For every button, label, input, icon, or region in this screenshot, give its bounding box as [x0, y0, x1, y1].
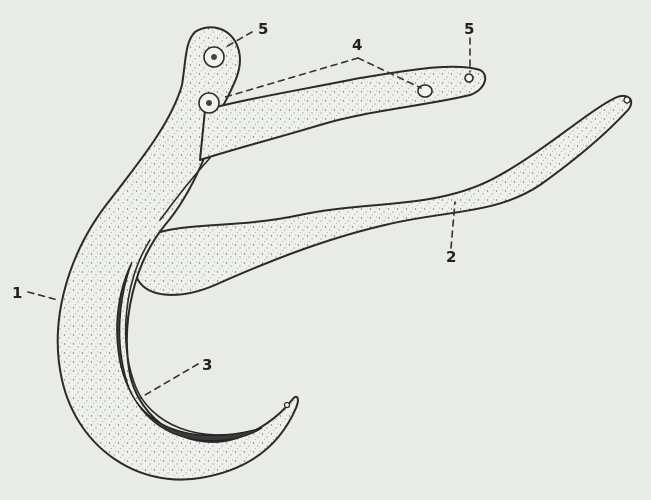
label-5-left: 5 — [258, 20, 268, 38]
label-3: 3 — [202, 356, 212, 374]
label-1: 1 — [12, 284, 22, 302]
female-tip-pore — [624, 97, 630, 103]
label-5-right: 5 — [464, 20, 474, 38]
male-anterior — [200, 67, 485, 160]
leader-3 — [140, 364, 198, 398]
label-2: 2 — [446, 248, 456, 266]
oral-sucker-female — [465, 74, 473, 82]
leader-1 — [28, 292, 58, 300]
oral-sucker-male-dot — [211, 54, 217, 60]
label-4: 4 — [352, 36, 362, 54]
ventral-sucker-male-dot — [206, 100, 212, 106]
male-tail-pore — [285, 403, 290, 408]
